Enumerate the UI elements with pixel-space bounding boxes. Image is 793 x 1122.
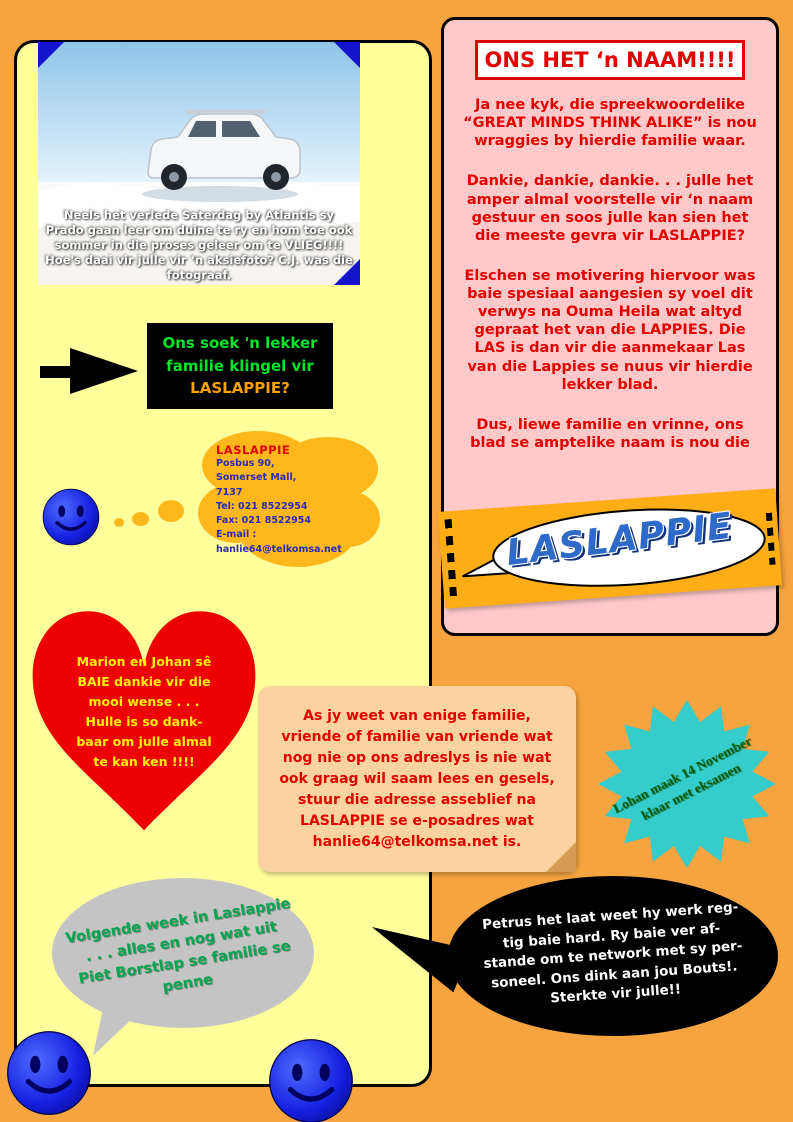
thought-dot [132,512,149,526]
jingle-line: Ons soek 'n lekker familie klingel vir [162,334,318,375]
address-request-note: As jy weet van enige familie, vriende of… [258,686,576,872]
heart-line: baar om julle almal [76,733,212,749]
announcement-paragraph: Dus, liewe familie en vrinne, ons blad s… [470,416,750,451]
thought-dot [114,518,124,527]
panel-title: ONS HET ‘n NAAM!!!! [475,40,745,80]
jingle-laslappie: LASLAPPIE? [190,379,290,397]
heart-line: BAIE dankie vir die [77,673,211,689]
smiley-icon [268,1038,354,1122]
heart-shape: Marion en Johan sê BAIE dankie vir die m… [28,596,260,838]
folded-corner-icon [546,842,576,872]
address-name: LASLAPPIE [216,443,291,457]
banner-speech-bubble [462,508,766,587]
announcement-paragraph: Dankie, dankie, dankie. . . julle het am… [466,173,754,244]
note-text: As jy weet van enige familie, vriende of… [279,708,555,850]
prado-photo: Neels het verlede Saterdag by Atlantis s… [38,42,360,285]
heart-line: Hulle is so dank- [85,713,203,729]
announcement-paragraph: Ja nee kyk, die spreekwoordelike “GREAT … [463,97,757,150]
heart-line: te kan ken !!!! [93,753,195,769]
address-cloud: LASLAPPIE Posbus 90, Somerset Mall, 7137… [196,425,382,575]
smiley-icon [6,1030,92,1116]
address-block: LASLAPPIE Posbus 90, Somerset Mall, 7137… [216,443,342,557]
photo-corner-icon [38,42,64,68]
petrus-bubble: Petrus het laat weet hy werk reg- tig ba… [448,876,778,1036]
address-line: Somerset Mall, [216,472,297,484]
address-line: Tel: 021 8522954 [216,500,308,512]
thought-dot [158,500,184,522]
smiley-icon [42,488,100,546]
photo-corner-icon [334,259,360,285]
heart-line: mooi wense . . . [88,693,200,709]
address-email: hanlie64@telkomsa.net [216,543,342,555]
next-week-bubble: Volgende week in Laslappie . . . alles e… [52,878,314,1028]
photo-caption: Neels het verlede Saterdag by Atlantis s… [45,208,353,283]
address-line: Fax: 021 8522954 [216,515,311,526]
arrow-icon [40,346,140,396]
announcement-paragraph: Elschen se motivering hiervoor was baie … [464,267,756,393]
address-line: Posbus 90, [216,458,275,469]
cloud-shape [198,431,380,567]
jingle-box: Ons soek 'n lekker familie klingel vir L… [147,323,333,409]
photo-corner-icon [334,42,360,68]
heart-line: Marion en Johan sê [76,653,212,669]
heart-message: Marion en Johan sê BAIE dankie vir die m… [51,652,237,772]
petrus-message: Petrus het laat weet hy werk reg- tig ba… [443,865,783,1048]
suv-graphic [147,110,301,190]
laslappie-banner: LASLAPPIE [438,488,782,609]
address-line: 7137 [216,486,243,498]
exam-starburst: Lohan maak 14 November klaar met eksamen [596,698,778,870]
address-line: E-mail : [216,529,257,541]
starburst-shape [598,699,776,869]
prado-photo-image [38,42,360,285]
